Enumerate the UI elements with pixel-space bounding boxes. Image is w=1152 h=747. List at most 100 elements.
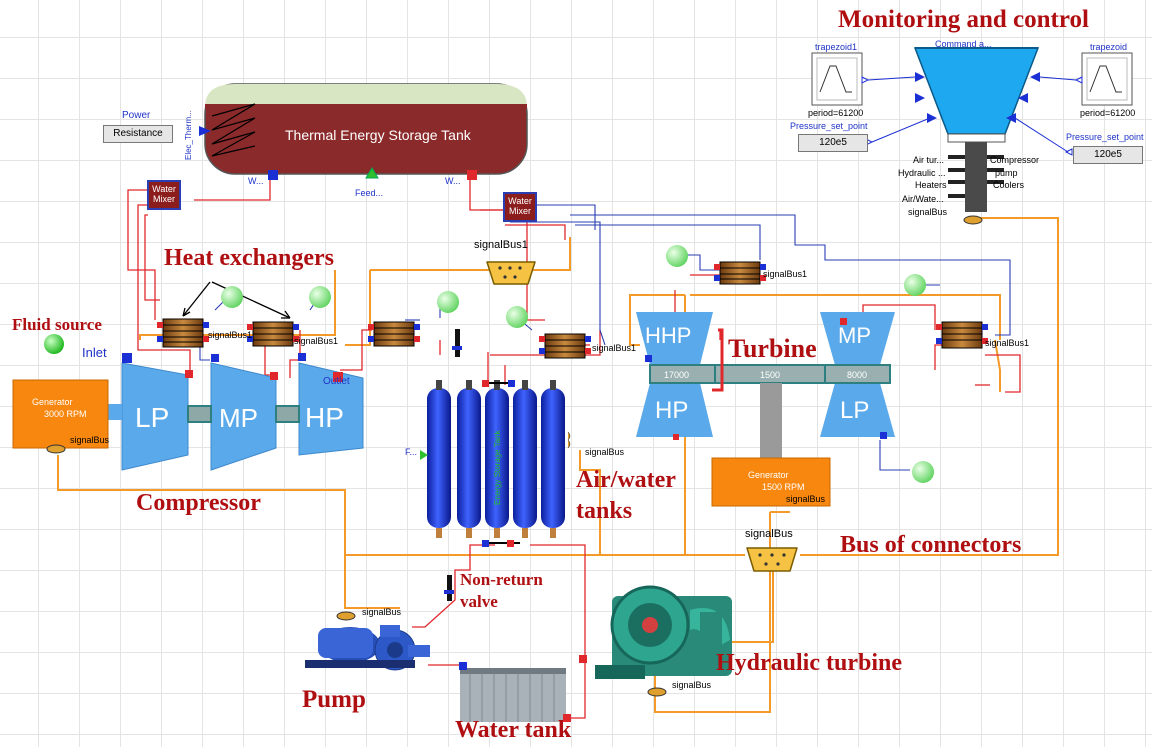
signal-bus-connector-1[interactable]: [486, 261, 536, 285]
resistance-block[interactable]: Resistance: [103, 125, 173, 143]
turbine-mp-stage[interactable]: [820, 312, 895, 365]
mp-out-port[interactable]: [270, 372, 278, 380]
trapezoid-right-label: trapezoid: [1090, 42, 1128, 52]
tank-feed-port[interactable]: [420, 450, 428, 460]
pressure-setpoint-right[interactable]: 120e5: [1073, 146, 1143, 164]
output-left-4: Air/Wate...: [902, 194, 944, 204]
heat-exchanger-6[interactable]: [936, 321, 988, 349]
annotation-heat-exchangers: Heat exchangers: [164, 245, 334, 271]
non-return-valve[interactable]: [444, 575, 454, 601]
storage-cylinder-5[interactable]: [541, 380, 565, 538]
boundary-balls: [44, 245, 934, 483]
trapezoid-right[interactable]: [1074, 52, 1133, 106]
compressor-hp-label: HP: [305, 402, 344, 433]
compressor-train: LP MP HP Generator 3000 RPM: [12, 353, 364, 471]
tank-inlet-port[interactable]: [467, 170, 477, 180]
hx6-signalbus-label: signalBus1: [985, 338, 1030, 348]
control-signalbus-label: signalBus: [908, 207, 948, 217]
sink-ball-3[interactable]: [437, 291, 459, 313]
compressor-generator-rpm: 3000 RPM: [44, 409, 87, 419]
annotation-non-return-2: valve: [460, 592, 498, 611]
pump-signalbus-label: signalBus: [362, 607, 402, 617]
power-input-port[interactable]: [199, 126, 211, 136]
turbine-hp-label: HP: [655, 397, 688, 424]
hp-out-port[interactable]: [673, 434, 679, 440]
mp-in-port[interactable]: [211, 354, 219, 362]
output-left-1: Air tur...: [913, 155, 945, 165]
signal-bus-connector-2[interactable]: [746, 547, 798, 572]
valve-1[interactable]: [452, 329, 462, 357]
compressor-inlet-port[interactable]: [122, 353, 132, 363]
storage-cylinder-2[interactable]: [457, 380, 481, 538]
tank-port-w2-label: W...: [445, 176, 461, 186]
annotation-non-return-1: Non-return: [460, 570, 543, 589]
sink-ball-7[interactable]: [912, 461, 934, 483]
tank-port-w1-label: W...: [248, 176, 264, 186]
output-right-3: Coolers: [993, 180, 1025, 190]
annotation-monitoring: Monitoring and control: [838, 6, 1089, 33]
turbine-train: HHP HP MP LP 17000 1500 8000 Generator 1…: [636, 312, 895, 507]
compressor-mp-stage[interactable]: [210, 362, 277, 471]
turbine-hhp-stage[interactable]: [636, 312, 713, 365]
heat-exchanger-3[interactable]: [368, 321, 420, 347]
compressor-generator[interactable]: [12, 379, 109, 449]
sink-ball-4[interactable]: [506, 306, 528, 328]
mixer-2-label-1: Water: [508, 196, 532, 206]
signalbus1-label: signalBus1: [474, 239, 528, 251]
water-mixer-1[interactable]: Water Mixer: [147, 180, 181, 210]
pump-icon[interactable]: [305, 625, 430, 671]
hp-in-port[interactable]: [298, 353, 306, 361]
feed-port-icon[interactable]: [365, 167, 379, 179]
heat-exchanger-2[interactable]: [247, 321, 299, 347]
compressor-lp-stage[interactable]: [121, 362, 189, 471]
turbine-hhp-label: HHP: [645, 323, 691, 348]
pressure-setpoint-left[interactable]: 120e5: [798, 134, 868, 152]
period-right-label: period=61200: [1080, 108, 1136, 118]
hydraulic-turbine-icon[interactable]: [579, 585, 732, 679]
elec-therm-label: Elec_Therm...: [184, 110, 193, 160]
mixer-1-label-2: Mixer: [153, 194, 175, 204]
tank-vertical-label: Energy Storage Tank: [493, 429, 502, 505]
thermal-tank[interactable]: Thermal Energy Storage Tank: [199, 83, 528, 180]
tank-outlet-port[interactable]: [268, 170, 278, 180]
turbine-generator[interactable]: [711, 457, 831, 507]
control-block: [811, 47, 1133, 212]
mp-in-port-t[interactable]: [840, 318, 847, 325]
heat-exchanger-1[interactable]: [157, 318, 209, 348]
hx4-signalbus-label: signalBus1: [592, 343, 637, 353]
hhp-in-port[interactable]: [645, 355, 652, 362]
inlet-label: Inlet: [82, 345, 107, 360]
annotation-turbine: Turbine: [728, 334, 817, 363]
trapezoid-left[interactable]: [811, 52, 870, 106]
turbine-lp-stage[interactable]: [820, 383, 895, 437]
storage-cylinder-3[interactable]: [485, 380, 509, 538]
turbine-hp-stage[interactable]: [636, 383, 713, 437]
storage-cylinder-1[interactable]: [427, 380, 451, 538]
turbine-generator-signalbus-label: signalBus: [786, 494, 826, 504]
mixer-2-label-2: Mixer: [509, 206, 531, 216]
compressor-outlet-port[interactable]: [333, 372, 343, 382]
bus-connector-signalbus-label: signalBus: [745, 528, 793, 540]
heat-exchanger-5[interactable]: [714, 261, 766, 285]
storage-cylinder-4[interactable]: [513, 380, 537, 538]
annotation-water-tank: Water tank: [455, 717, 572, 743]
heat-exchangers: [157, 261, 988, 359]
lp-out-port-t[interactable]: [880, 432, 887, 439]
compressor-mp-label: MP: [219, 403, 258, 433]
tanks-signalbus-label: signalBus: [585, 447, 625, 457]
small-bus-ports: [46, 215, 983, 697]
sink-ball-2[interactable]: [309, 286, 331, 308]
fluid-source-ball[interactable]: [44, 334, 64, 354]
sink-ball-1[interactable]: [221, 286, 243, 308]
output-left-3: Heaters: [915, 180, 947, 190]
sink-ball-6[interactable]: [904, 274, 926, 296]
sink-ball-5[interactable]: [666, 245, 688, 267]
water-mixer-2[interactable]: Water Mixer: [503, 192, 537, 222]
turbine-generator-rpm: 1500 RPM: [762, 482, 805, 492]
hx2-signalbus-label: signalBus1: [294, 336, 339, 346]
turbine-generator-title: Generator: [748, 470, 789, 480]
lp-out-port[interactable]: [185, 370, 193, 378]
water-tank-icon[interactable]: [459, 662, 571, 722]
heat-exchanger-4[interactable]: [539, 333, 591, 359]
pressure-left-label: Pressure_set_point: [790, 121, 868, 131]
